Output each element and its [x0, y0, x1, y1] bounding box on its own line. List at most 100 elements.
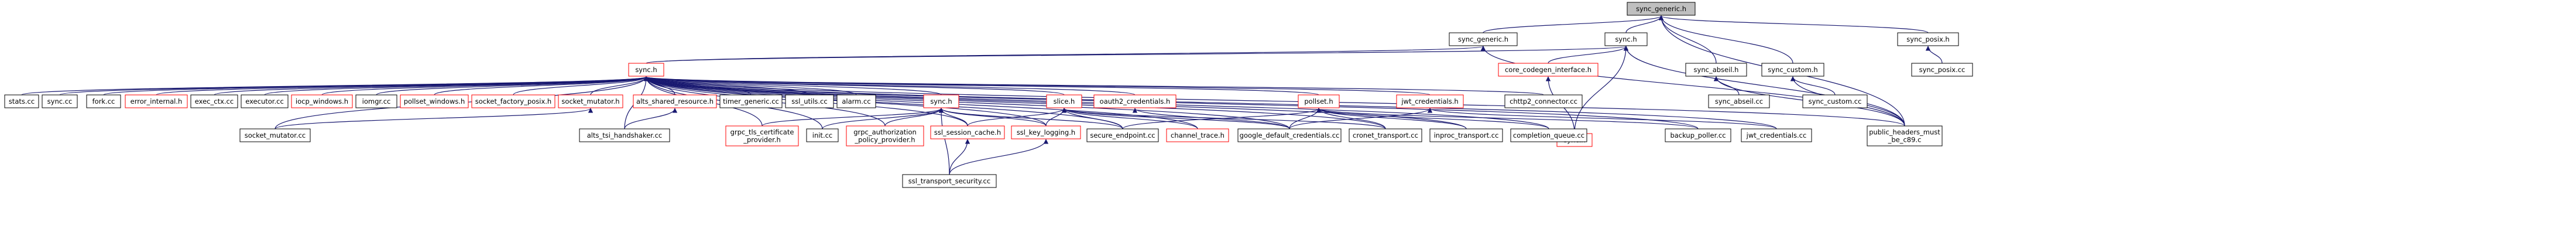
node-socket_factory_posix_h[interactable]: socket_factory_posix.h	[471, 94, 555, 108]
node-box-sync_h_main[interactable]	[628, 63, 664, 77]
node-box-pollset_h[interactable]	[1298, 94, 1340, 108]
node-backup_poller_cc[interactable]: backup_poller.cc	[1665, 128, 1731, 142]
node-box-inproc_transport_cc[interactable]	[1429, 128, 1503, 142]
node-box-socket_factory_posix_h[interactable]	[471, 94, 555, 108]
node-sync_generic_h[interactable]: sync_generic.h	[1627, 2, 1696, 16]
node-alts_tsi_handshaker_cc[interactable]: alts_tsi_handshaker.cc	[579, 128, 670, 142]
node-box-ssl_transport_security_cc[interactable]	[902, 174, 997, 188]
node-box-socket_mutator_h[interactable]	[558, 94, 623, 108]
node-box-backup_poller_cc[interactable]	[1665, 128, 1731, 142]
node-fork_cc[interactable]: fork.cc	[86, 94, 121, 108]
node-sync_cc[interactable]: sync.cc	[42, 94, 78, 108]
node-cronet_transport_cc[interactable]: cronet_transport.cc	[1349, 128, 1422, 142]
node-sync_custom_cc[interactable]: sync_custom.cc	[1802, 94, 1868, 108]
node-box-sync_custom_cc[interactable]	[1802, 94, 1868, 108]
node-public_headers_must_be_c89_c[interactable]: public_headers_must_be_c89.c	[1867, 125, 1943, 146]
node-exec_ctx_cc[interactable]: exec_ctx.cc	[190, 94, 238, 108]
node-oauth2_credentials_h[interactable]: oauth2_credentials.h	[1093, 94, 1176, 108]
node-box-oauth2_credentials_h[interactable]	[1093, 94, 1176, 108]
node-box-completion_queue_cc[interactable]	[1510, 128, 1587, 142]
node-box-sync_posix_cc[interactable]	[1911, 63, 1973, 77]
node-box-jwt_credentials_h[interactable]	[1396, 94, 1464, 108]
node-slice_h[interactable]: slice.h	[1046, 94, 1082, 108]
node-box-sync_cc[interactable]	[42, 94, 78, 108]
node-box-ssl_utils_cc[interactable]	[785, 94, 834, 108]
node-box-sync_generic_h[interactable]	[1627, 2, 1696, 16]
node-grpc_tls_certificate_provider_h[interactable]: grpc_tls_certificate_provider.h	[725, 125, 799, 146]
node-box-ssl_session_cache_h[interactable]	[930, 125, 1005, 139]
node-completion_queue_cc[interactable]: completion_queue.cc	[1510, 128, 1587, 142]
node-box-stats_cc[interactable]	[4, 94, 39, 108]
node-box-sync_posix_h[interactable]	[1897, 32, 1959, 46]
node-chttp2_connector_cc[interactable]: chttp2_connector.cc	[1504, 94, 1583, 108]
node-box-alts_tsi_handshaker_cc[interactable]	[579, 128, 670, 142]
node-pollset_windows_h[interactable]: pollset_windows.h	[400, 94, 469, 108]
node-box-channel_trace_h[interactable]	[1166, 128, 1229, 142]
node-sync_h_main[interactable]: sync.h	[628, 63, 664, 77]
node-box-jwt_credentials_cc[interactable]	[1741, 128, 1812, 142]
edge-sync_h_main-to-sync_h_top	[646, 46, 1628, 64]
node-jwt_credentials_h[interactable]: jwt_credentials.h	[1396, 94, 1464, 108]
node-ssl_session_cache_h[interactable]: ssl_session_cache.h	[930, 125, 1005, 139]
node-sync_h_sub[interactable]: sync.h	[923, 94, 959, 108]
node-sync_posix_h[interactable]: sync_posix.h	[1897, 32, 1959, 46]
node-box-iomgr_cc[interactable]	[355, 94, 397, 108]
node-box-grpc_tls_certificate_provider_h[interactable]	[725, 125, 799, 146]
node-socket_mutator_h[interactable]: socket_mutator.h	[558, 94, 623, 108]
node-box-public_headers_must_be_c89_c[interactable]	[1867, 125, 1943, 146]
node-init_cc[interactable]: init.cc	[806, 128, 839, 142]
node-box-sync_generic_h2[interactable]	[1449, 32, 1518, 46]
node-sync_generic_h2[interactable]: sync_generic.h	[1449, 32, 1518, 46]
node-box-sync_abseil_h[interactable]	[1685, 63, 1747, 77]
node-ssl_utils_cc[interactable]: ssl_utils.cc	[785, 94, 834, 108]
node-sync_abseil_h[interactable]: sync_abseil.h	[1685, 63, 1747, 77]
node-box-google_default_credentials_cc[interactable]	[1237, 128, 1342, 142]
node-sync_posix_cc[interactable]: sync_posix.cc	[1911, 63, 1973, 77]
node-box-chttp2_connector_cc[interactable]	[1504, 94, 1583, 108]
node-box-iocp_windows_h[interactable]	[291, 94, 353, 108]
node-box-sync_h_sub[interactable]	[923, 94, 959, 108]
node-alts_shared_resource_h[interactable]: alts_shared_resource.h	[633, 94, 717, 108]
node-box-timer_generic_cc[interactable]	[719, 94, 783, 108]
node-box-core_codegen_interface_h[interactable]	[1498, 63, 1599, 77]
node-ssl_key_logging_h[interactable]: ssl_key_logging.h	[1011, 125, 1081, 139]
node-box-sync_h_top[interactable]	[1604, 32, 1648, 46]
node-stats_cc[interactable]: stats.cc	[4, 94, 39, 108]
node-ssl_transport_security_cc[interactable]: ssl_transport_security.cc	[902, 174, 997, 188]
node-channel_trace_h[interactable]: channel_trace.h	[1166, 128, 1229, 142]
node-box-ssl_key_logging_h[interactable]	[1011, 125, 1081, 139]
node-grpc_authorization_policy_provider_h[interactable]: grpc_authorization_policy_provider.h	[846, 125, 924, 146]
node-box-sync_abseil_cc[interactable]	[1708, 94, 1770, 108]
node-label-sync_abseil_cc: sync_abseil.cc	[1715, 97, 1763, 105]
node-iomgr_cc[interactable]: iomgr.cc	[355, 94, 397, 108]
node-jwt_credentials_cc[interactable]: jwt_credentials.cc	[1741, 128, 1812, 142]
node-secure_endpoint_cc[interactable]: secure_endpoint.cc	[1086, 128, 1159, 142]
node-sync_custom_h[interactable]: sync_custom.h	[1761, 63, 1824, 77]
node-box-executor_cc[interactable]	[241, 94, 289, 108]
node-timer_generic_cc[interactable]: timer_generic.cc	[719, 94, 783, 108]
node-box-secure_endpoint_cc[interactable]	[1086, 128, 1159, 142]
node-alarm_cc[interactable]: alarm.cc	[836, 94, 876, 108]
node-socket_mutator_cc[interactable]: socket_mutator.cc	[239, 128, 311, 142]
node-sync_h_top[interactable]: sync.h	[1604, 32, 1648, 46]
node-box-error_internal_h[interactable]	[125, 94, 188, 108]
node-box-cronet_transport_cc[interactable]	[1349, 128, 1422, 142]
node-inproc_transport_cc[interactable]: inproc_transport.cc	[1429, 128, 1503, 142]
node-google_default_credentials_cc[interactable]: google_default_credentials.cc	[1237, 128, 1342, 142]
node-box-grpc_authorization_policy_provider_h[interactable]	[846, 125, 924, 146]
node-sync_abseil_cc[interactable]: sync_abseil.cc	[1708, 94, 1770, 108]
node-box-alarm_cc[interactable]	[836, 94, 876, 108]
node-executor_cc[interactable]: executor.cc	[241, 94, 289, 108]
node-iocp_windows_h[interactable]: iocp_windows.h	[291, 94, 353, 108]
node-box-init_cc[interactable]	[806, 128, 839, 142]
node-error_internal_h[interactable]: error_internal.h	[125, 94, 188, 108]
node-box-alts_shared_resource_h[interactable]	[633, 94, 717, 108]
node-box-socket_mutator_cc[interactable]	[239, 128, 311, 142]
node-box-sync_custom_h[interactable]	[1761, 63, 1824, 77]
node-box-fork_cc[interactable]	[86, 94, 121, 108]
node-box-pollset_windows_h[interactable]	[400, 94, 469, 108]
node-pollset_h[interactable]: pollset.h	[1298, 94, 1340, 108]
node-box-slice_h[interactable]	[1046, 94, 1082, 108]
node-box-exec_ctx_cc[interactable]	[190, 94, 238, 108]
node-core_codegen_interface_h[interactable]: core_codegen_interface.h	[1498, 63, 1599, 77]
